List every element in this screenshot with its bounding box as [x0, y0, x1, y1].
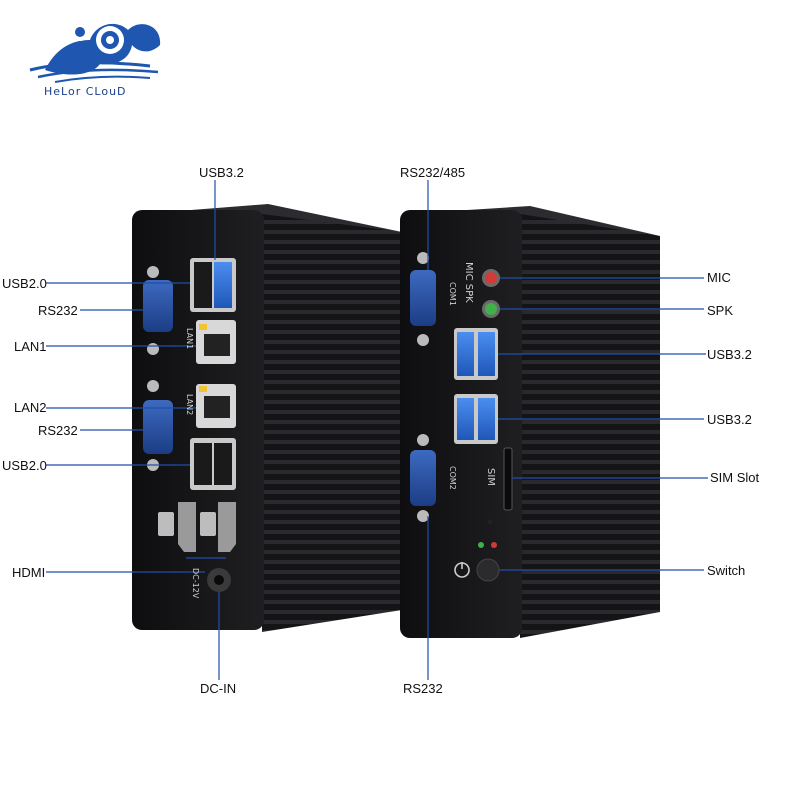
callout-usb2-top: USB2.0 — [2, 276, 47, 291]
callout-rs232-485: RS232/485 — [400, 165, 466, 180]
serial-port-icon — [143, 280, 173, 332]
left-unit — [132, 204, 402, 632]
sim-marking: SIM — [485, 468, 496, 486]
callout-lan1: LAN1 — [14, 339, 47, 354]
com1-marking: COM1 — [448, 282, 457, 306]
callout-usb2-bottom: USB2.0 — [2, 458, 47, 473]
callout-usb3-b: USB3.2 — [707, 412, 752, 427]
callout-usb3-top: USB3.2 — [199, 165, 244, 180]
dc-marking: DC-12V — [191, 568, 200, 599]
callout-rs232-top: RS232 — [38, 303, 78, 318]
brand-logo — [29, 23, 161, 83]
callout-spk: SPK — [707, 303, 734, 318]
callout-switch: Switch — [707, 563, 746, 578]
lan1-marking: LAN1 — [185, 328, 194, 349]
right-unit-heatsink — [520, 210, 660, 638]
com2-marking: COM2 — [448, 466, 457, 490]
callout-usb3-a: USB3.2 — [707, 347, 752, 362]
lan2-marking: LAN2 — [185, 394, 194, 415]
leader-lines — [46, 180, 708, 680]
usb3-port — [214, 262, 232, 308]
callout-dc-in: DC-IN — [200, 681, 237, 696]
serial-port-icon — [143, 400, 173, 454]
callout-sim-slot: SIM Slot — [710, 470, 760, 485]
callout-rs232-mid: RS232 — [38, 423, 78, 438]
callout-mic: MIC — [707, 270, 731, 285]
sim-slot — [503, 447, 513, 511]
right-unit — [400, 206, 660, 638]
serial-port-icon — [410, 270, 436, 326]
callout-rs232-bottom: RS232 — [403, 681, 443, 696]
power-button — [476, 558, 500, 582]
left-unit-heatsink — [262, 210, 402, 632]
callout-hdmi: HDMI — [12, 565, 46, 580]
callout-lan2: LAN2 — [14, 400, 47, 415]
mic-spk-marking: MIC SPK — [463, 262, 474, 303]
hdmi-port — [178, 502, 196, 552]
serial-port-icon — [410, 450, 436, 506]
brand-name: HeLor CLouD — [44, 85, 127, 98]
